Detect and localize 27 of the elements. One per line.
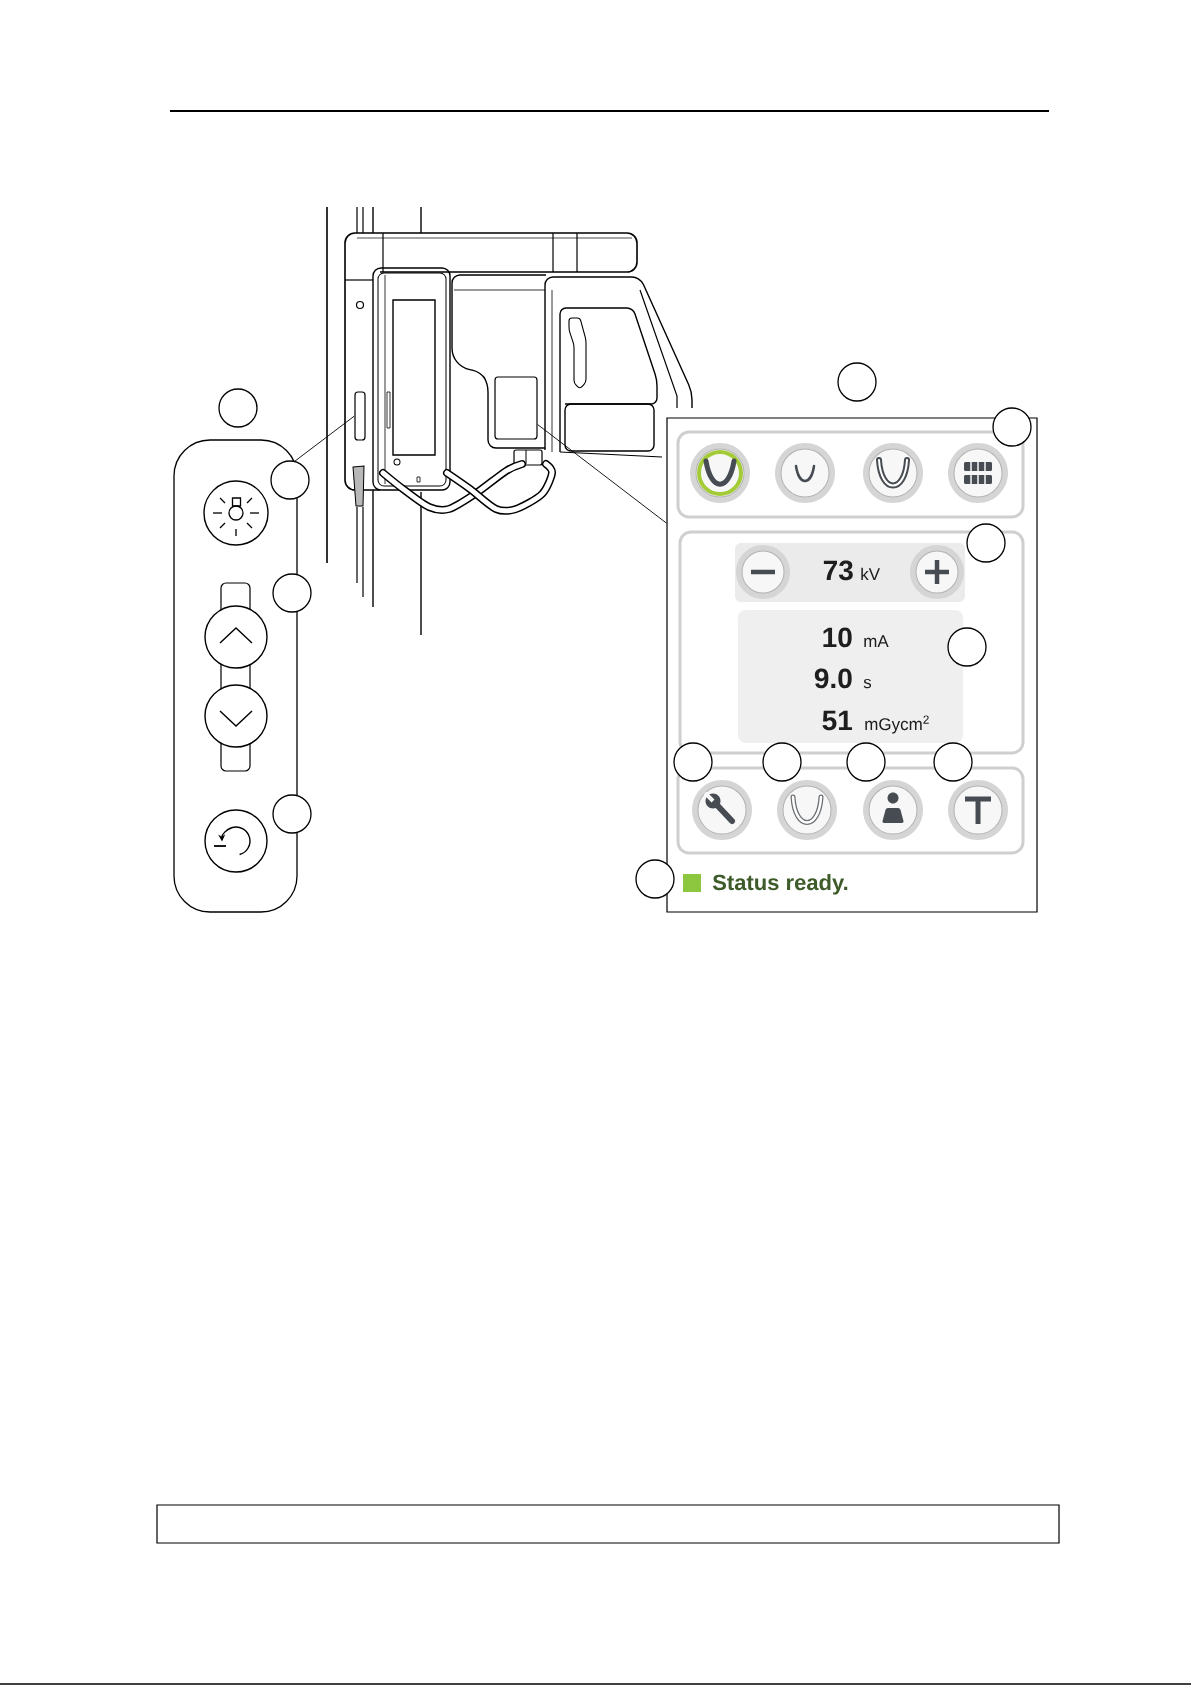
unit-label: kV bbox=[861, 567, 880, 580]
leader-line bbox=[537, 424, 667, 524]
reading-value: 9.0 bbox=[814, 668, 852, 689]
callout-circle bbox=[272, 794, 312, 834]
reading-value: 73 bbox=[823, 560, 853, 581]
unit-label: mGycm$^{2}$ bbox=[865, 715, 929, 734]
callout-circle bbox=[762, 742, 802, 782]
display-window bbox=[494, 376, 538, 440]
callout-circle bbox=[992, 407, 1032, 447]
callout-circle bbox=[635, 859, 675, 899]
status-text: Status ready. bbox=[712, 874, 848, 895]
panel-slot bbox=[354, 391, 366, 441]
unit-label: s bbox=[863, 678, 872, 689]
callout-circle bbox=[218, 388, 258, 428]
control-panel bbox=[173, 439, 298, 913]
reading-value: 51 bbox=[822, 710, 852, 731]
callout-circle bbox=[837, 362, 877, 402]
leader-line bbox=[294, 415, 355, 462]
callout-circle bbox=[947, 627, 987, 667]
callout-circle bbox=[846, 742, 886, 782]
callout-circle bbox=[933, 742, 973, 782]
reading-value: 10 bbox=[823, 627, 852, 648]
unit-label: mA bbox=[864, 635, 889, 647]
callout-circle bbox=[270, 460, 310, 500]
callout-circle bbox=[966, 523, 1006, 563]
callout-circle bbox=[272, 573, 312, 613]
callout-circle bbox=[673, 742, 713, 782]
